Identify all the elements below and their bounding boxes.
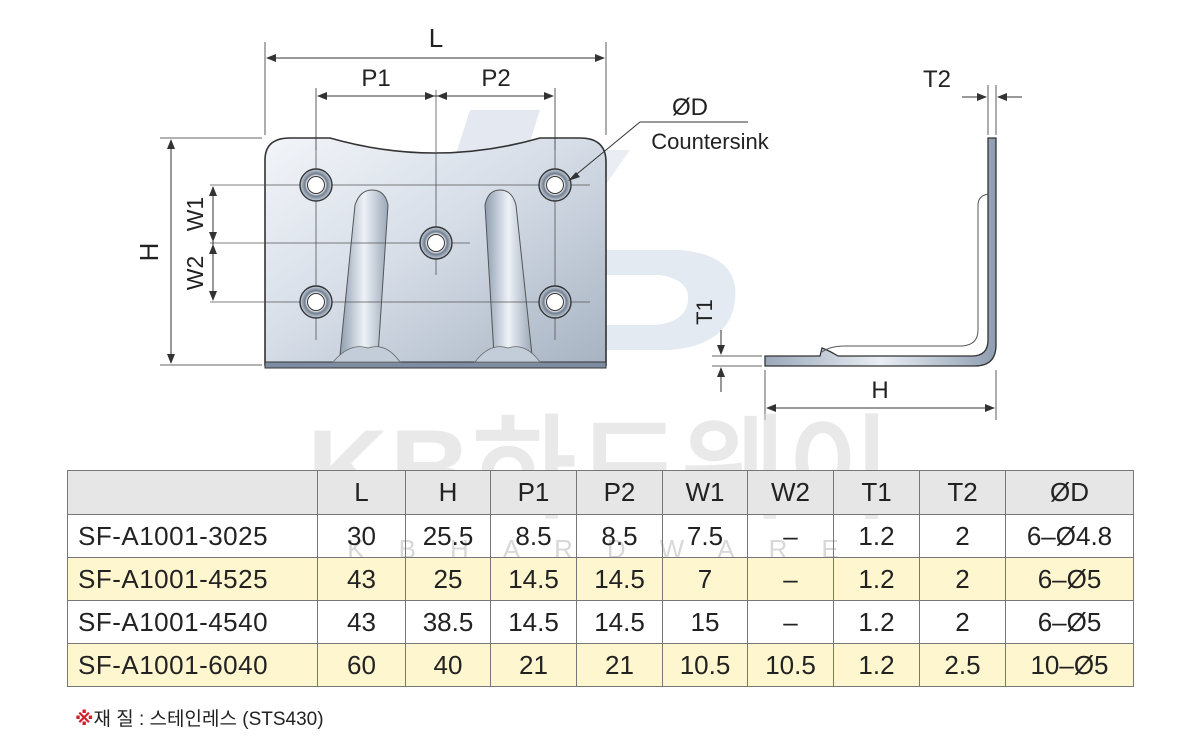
cell-model: SF-A1001-6040 [67, 643, 318, 687]
header-2: H [405, 470, 491, 515]
cell-model: SF-A1001-4525 [67, 557, 318, 601]
label-OD: ØD [672, 94, 708, 121]
label-countersink: Countersink [651, 129, 769, 154]
label-P2: P2 [481, 65, 510, 92]
cell-value: 1.2 [833, 557, 920, 601]
header-model [67, 470, 318, 515]
header-3: P1 [490, 470, 577, 515]
label-T2: T2 [923, 66, 951, 93]
cell-value: 25 [405, 557, 491, 601]
plate-bottom-edge [264, 361, 607, 369]
cell-value: 21 [490, 643, 577, 687]
cell-value: 1.2 [833, 514, 920, 558]
header-7: T1 [833, 470, 920, 515]
header-4: P2 [576, 470, 663, 515]
cell-model: SF-A1001-3025 [67, 514, 318, 558]
note-mark: ※ [75, 709, 94, 730]
cell-value: 7.5 [662, 514, 748, 558]
cell-value: 2 [919, 514, 1006, 558]
cell-value: 7 [662, 557, 748, 601]
cell-value: 10.5 [662, 643, 748, 687]
bracket-side-view: T2 T1 H [692, 66, 1022, 420]
cell-value: 40 [405, 643, 491, 687]
cell-value: 8.5 [576, 514, 663, 558]
label-H: H [134, 243, 164, 262]
dimension-P1-P2: P1 P2 [315, 65, 556, 150]
side-profile [764, 137, 997, 367]
cell-value: 43 [317, 557, 406, 601]
label-L: L [429, 23, 443, 53]
countersink-callout: ØD Countersink [568, 94, 770, 181]
rib-left [339, 189, 389, 356]
header-5: W1 [662, 470, 748, 515]
rib-left-foot [332, 346, 401, 363]
cell-value: 14.5 [576, 557, 663, 601]
header-6: W2 [747, 470, 834, 515]
cell-value: 14.5 [490, 600, 577, 644]
label-W1: W1 [182, 197, 208, 232]
cell-value: 8.5 [490, 514, 577, 558]
cell-value: 14.5 [490, 557, 577, 601]
label-T1: T1 [692, 299, 717, 325]
cell-value: 1.2 [833, 600, 920, 644]
cell-value: 1.2 [833, 643, 920, 687]
header-9: ØD [1005, 470, 1134, 515]
header-1: L [317, 470, 406, 515]
technical-drawing: L P1 P2 H W1 W2 ØD Countersink [134, 23, 1022, 420]
cell-value: 6–Ø5 [1005, 557, 1134, 601]
bracket-front-view [210, 90, 607, 369]
cell-value: 6–Ø4.8 [1005, 514, 1134, 558]
cell-value: 25.5 [405, 514, 491, 558]
cell-value: 15 [662, 600, 748, 644]
cell-value: – [747, 600, 834, 644]
header-8: T2 [919, 470, 1006, 515]
dimension-W1-W2: W1 W2 [182, 186, 217, 301]
cell-value: 38.5 [405, 600, 491, 644]
label-W2: W2 [182, 256, 208, 291]
material-note: ※재 질 : 스테인레스 (STS430) [75, 704, 324, 731]
rib-right-foot [474, 346, 541, 363]
note-text: 재 질 : 스테인레스 (STS430) [93, 709, 324, 730]
cell-value: – [747, 557, 834, 601]
cell-value: 30 [317, 514, 406, 558]
cell-value: 60 [317, 643, 406, 687]
cell-value: – [747, 514, 834, 558]
cell-value: 10.5 [747, 643, 834, 687]
cell-value: 2 [919, 600, 1006, 644]
cell-value: 10–Ø5 [1005, 643, 1134, 687]
cell-value: 43 [317, 600, 406, 644]
cell-value: 6–Ø5 [1005, 600, 1134, 644]
dimension-L: L [264, 23, 607, 135]
cell-value: 2 [919, 557, 1006, 601]
rib-right [484, 189, 533, 356]
cell-value: 21 [576, 643, 663, 687]
cell-value: 14.5 [576, 600, 663, 644]
label-P1: P1 [361, 65, 390, 92]
dimension-H: H [134, 137, 262, 366]
cell-value: 2.5 [919, 643, 1006, 687]
label-H-side: H [871, 377, 888, 404]
cell-model: SF-A1001-4540 [67, 600, 318, 644]
